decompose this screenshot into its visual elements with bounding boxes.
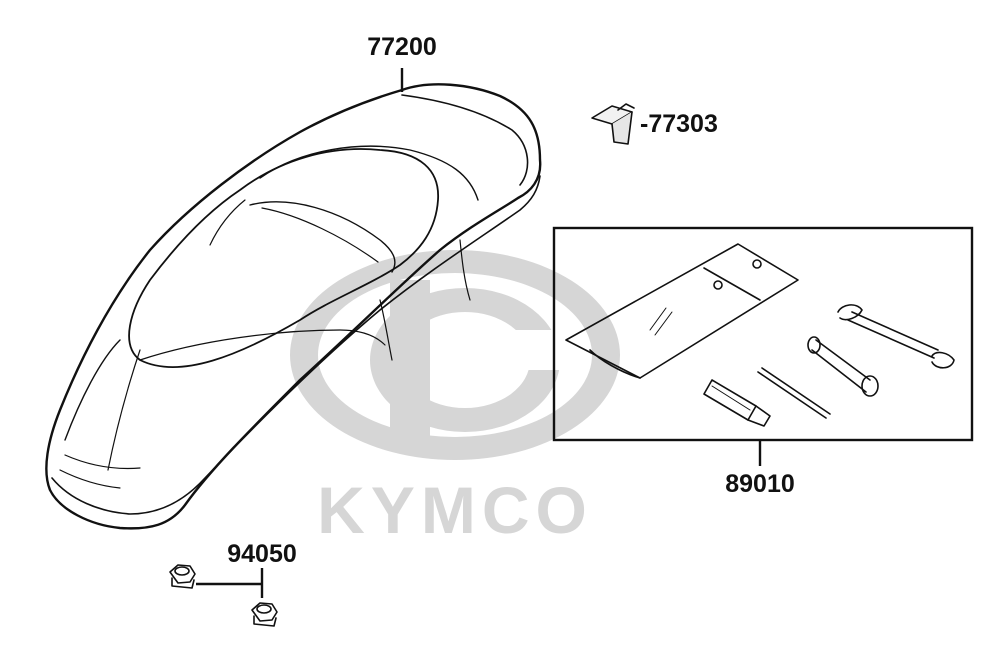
tool-kit-part-number: 89010 xyxy=(725,470,795,498)
hook-connector: - xyxy=(640,110,648,138)
kymco-watermark: KYMCO xyxy=(290,250,620,547)
hook-number: 77303 xyxy=(648,110,718,138)
seat-drawing xyxy=(45,83,542,530)
tool-kit-drawing xyxy=(565,243,955,427)
tool-kit-box xyxy=(552,226,974,442)
kymco-logo-mark xyxy=(290,250,620,460)
nut-drawing-2 xyxy=(251,602,278,627)
seat-part-number: 77200 xyxy=(367,33,437,61)
nut-leader-lines xyxy=(196,568,264,598)
nut-part-number: 94050 xyxy=(227,540,297,568)
hook-part-number: -77303 xyxy=(640,110,718,138)
watermark-text: KYMCO xyxy=(317,473,593,547)
nut-drawing-1 xyxy=(169,564,196,589)
hook-drawing xyxy=(591,103,635,145)
